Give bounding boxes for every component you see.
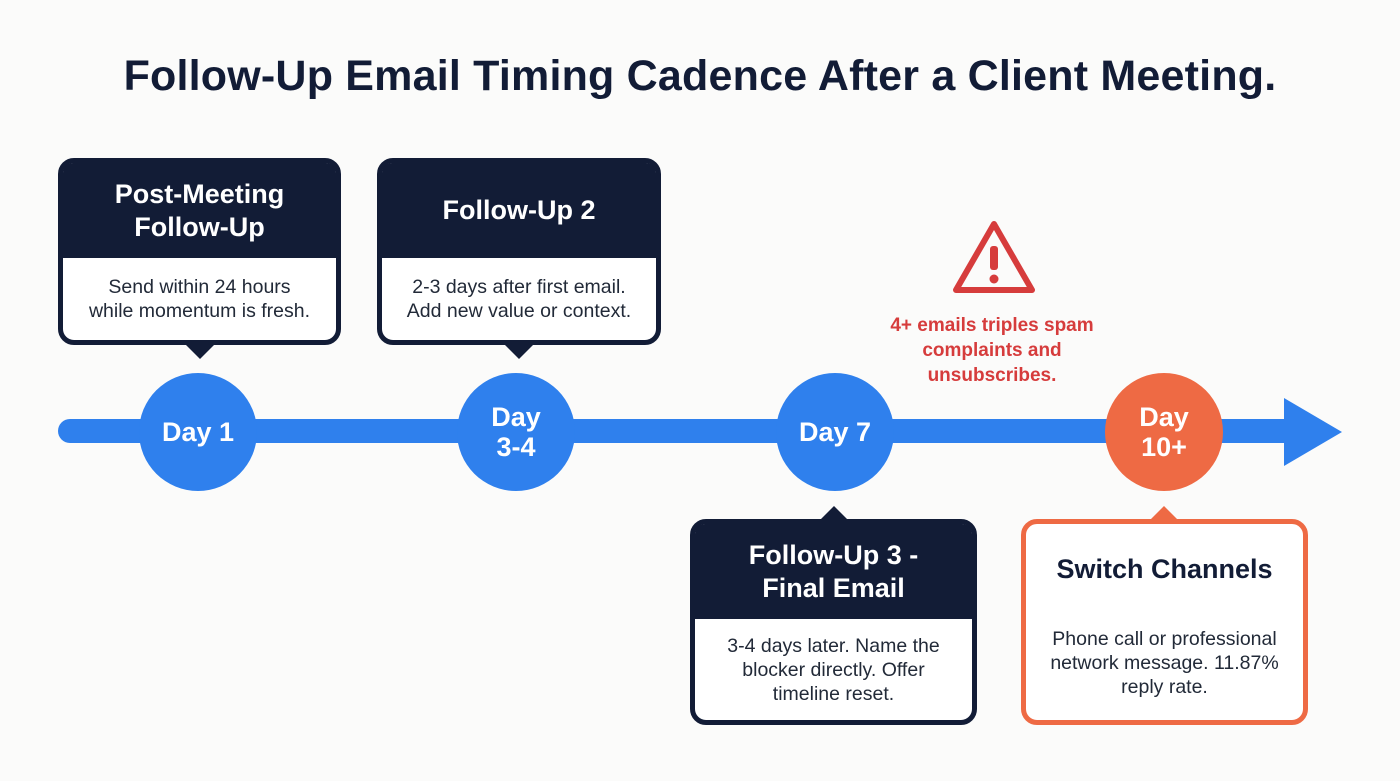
timeline-bar [58, 419, 1298, 443]
card-follow-up-2: Follow-Up 2 2-3 days after first email. … [377, 158, 661, 345]
card-heading: Follow-Up 2 [382, 163, 656, 258]
card-pointer-icon [186, 345, 214, 359]
card-pointer-icon [1150, 506, 1178, 520]
page-title: Follow-Up Email Timing Cadence After a C… [123, 52, 1277, 100]
card-body: 2-3 days after first email. Add new valu… [406, 276, 632, 322]
card-heading: Switch Channels [1056, 553, 1273, 584]
card-follow-up-3-final-email: Follow-Up 3 - Final Email 3-4 days later… [690, 519, 977, 725]
card-body: Send within 24 hours while momentum is f… [88, 276, 311, 322]
day-node-day-10-plus: Day 10+ [1105, 373, 1223, 491]
card-heading: Follow-Up 3 - Final Email [695, 524, 972, 619]
card-body: Phone call or professional network messa… [1050, 628, 1279, 698]
warning-triangle-icon [953, 221, 1035, 293]
day-node-day-3-4: Day 3-4 [457, 373, 575, 491]
timeline-arrow-icon [1284, 398, 1342, 466]
card-pointer-icon [505, 345, 533, 359]
card-heading: Post-Meeting Follow-Up [63, 163, 336, 258]
card-post-meeting-follow-up: Post-Meeting Follow-Up Send within 24 ho… [58, 158, 341, 345]
day-node-day-7: Day 7 [776, 373, 894, 491]
warning-text: 4+ emails triples spam complaints and un… [890, 315, 1094, 386]
card-body: 3-4 days later. Name the blocker directl… [727, 634, 940, 705]
day-node-day-1: Day 1 [139, 373, 257, 491]
card-switch-channels: Switch Channels Phone call or profession… [1021, 519, 1308, 725]
card-pointer-icon [820, 506, 848, 520]
